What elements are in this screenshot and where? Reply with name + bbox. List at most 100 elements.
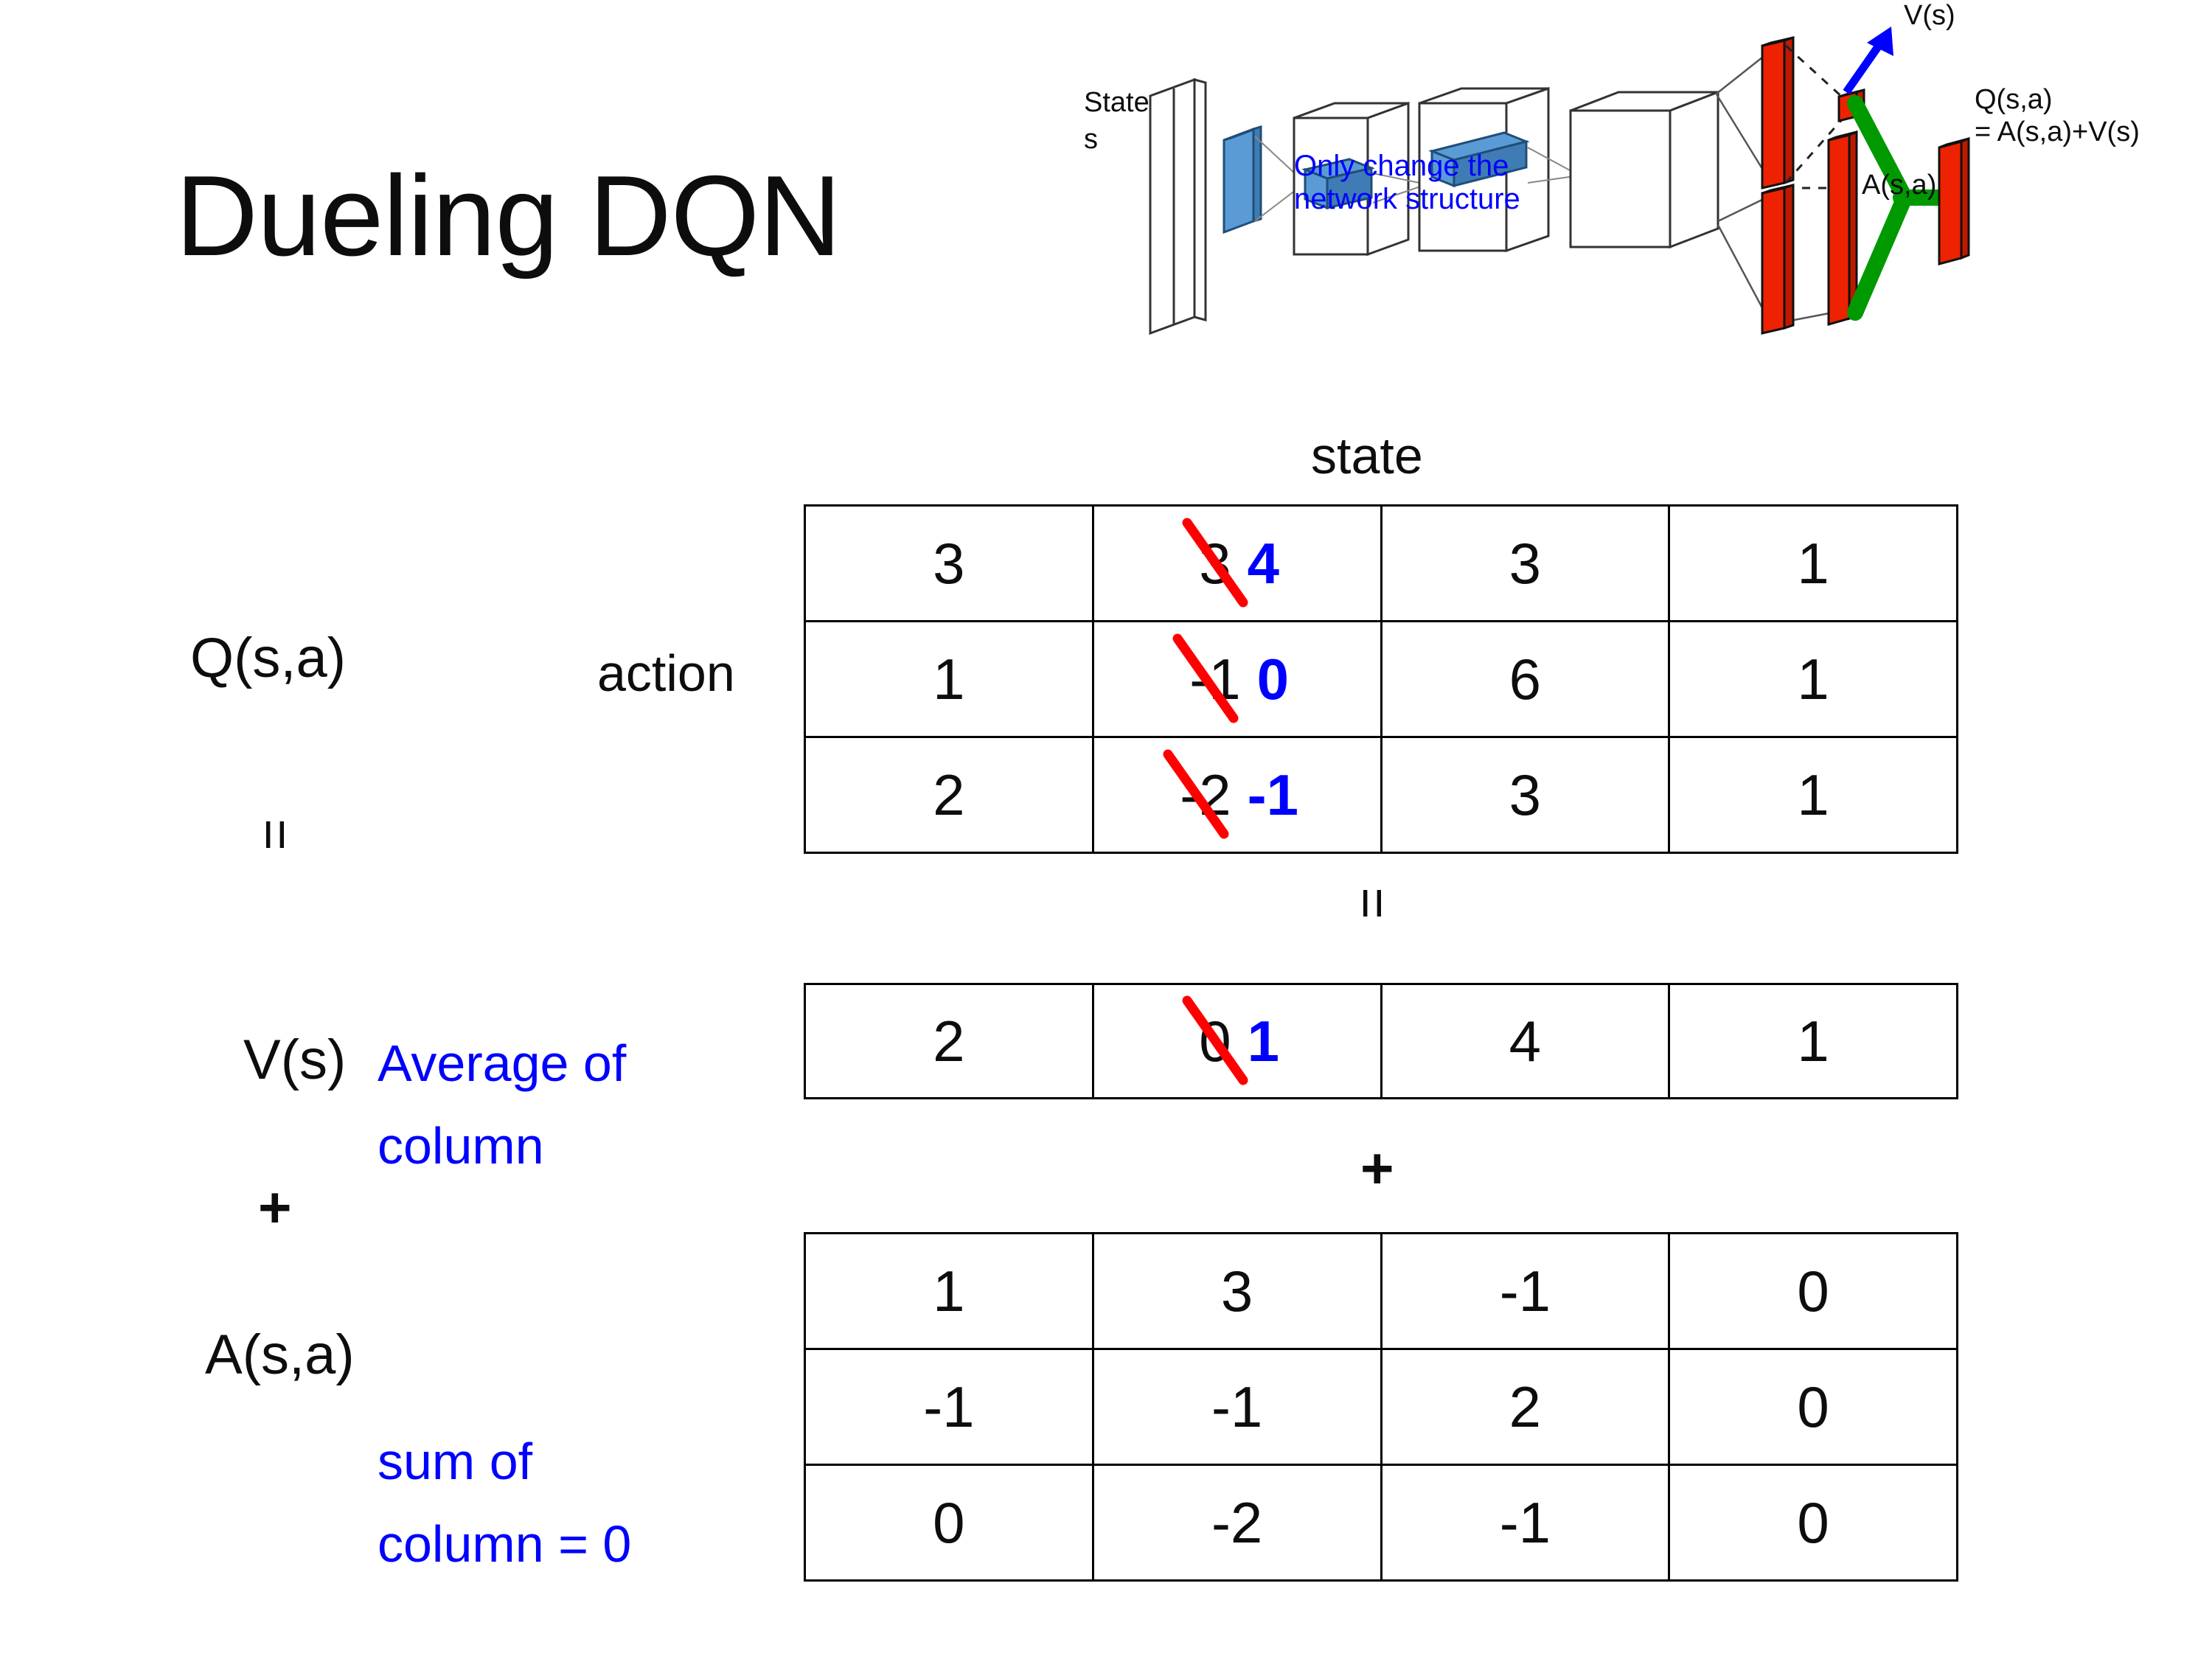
cell-content: 1 bbox=[1670, 507, 1956, 620]
advantage-output-bar-icon bbox=[1827, 130, 1858, 326]
cell-content: 1 bbox=[806, 622, 1092, 736]
table-row: 1 3 -1 0 bbox=[804, 1232, 1958, 1350]
cell-value: 0 bbox=[933, 1489, 965, 1555]
v-function-label: V(s) bbox=[243, 1029, 347, 1091]
cell-content: -2-1 bbox=[1094, 738, 1380, 852]
cell-content: 2 bbox=[806, 738, 1092, 852]
cell-content: 3 bbox=[1094, 1234, 1380, 1348]
conv-filter-1-icon bbox=[1222, 125, 1262, 234]
conv-block-1-icon bbox=[1293, 101, 1410, 257]
action-axis-header: action bbox=[597, 644, 735, 702]
table-cell: -2-1 bbox=[1091, 736, 1382, 854]
cell-content: 3 bbox=[1382, 738, 1669, 852]
struck-value: 3 bbox=[1182, 518, 1248, 607]
cell-value: -1 bbox=[1499, 1489, 1551, 1555]
cell-content: -1 bbox=[1094, 1350, 1380, 1464]
diagram-note-line2: network structure bbox=[1294, 183, 1520, 215]
table-row: 0 -2 -1 0 bbox=[804, 1464, 1958, 1582]
cell-content: 3 bbox=[806, 507, 1092, 620]
fc-block-icon bbox=[1569, 90, 1719, 249]
table-cell: -1 bbox=[1380, 1464, 1671, 1582]
cell-value: 1 bbox=[933, 646, 965, 712]
table-cell: -1 bbox=[1380, 1232, 1671, 1350]
cell-value: 3 bbox=[933, 530, 965, 596]
v-note-line1: Average of bbox=[378, 1034, 627, 1092]
table-cell: 1 bbox=[1668, 504, 1958, 622]
cell-content: -1 bbox=[806, 1350, 1092, 1464]
cell-value: 3 bbox=[1509, 762, 1542, 827]
table-cell: 2 bbox=[804, 983, 1094, 1099]
corrected-value: 0 bbox=[1256, 646, 1289, 712]
table-cell: 0 bbox=[1668, 1348, 1958, 1466]
cell-value: -2 bbox=[1211, 1489, 1263, 1555]
table-cell: 3 bbox=[804, 504, 1094, 622]
state-axis-header: state bbox=[1311, 427, 1423, 484]
diagram-state-label-line2: s bbox=[1084, 124, 1098, 155]
cell-value: -1 bbox=[923, 1374, 975, 1439]
v-note-line2: column bbox=[378, 1117, 544, 1175]
table-cell: 0 bbox=[1668, 1464, 1958, 1582]
a-note-line2: column = 0 bbox=[378, 1515, 632, 1573]
table-cell: 4 bbox=[1380, 983, 1671, 1099]
plus-mid-v-to-a: + bbox=[1360, 1135, 1394, 1200]
cell-content: -2 bbox=[1094, 1466, 1380, 1579]
cell-value: -1 bbox=[1499, 1258, 1551, 1324]
cell-value: 1 bbox=[1797, 530, 1829, 596]
table-cell: 3 bbox=[1091, 1232, 1382, 1350]
table-cell: 2 bbox=[1380, 1348, 1671, 1466]
strikethrough-icon bbox=[1172, 633, 1239, 723]
equals-mid-q-to-v: = bbox=[1342, 887, 1404, 919]
table-cell: 0 bbox=[804, 1464, 1094, 1582]
table-cell: 1 bbox=[1668, 620, 1958, 738]
table-cell: 0 bbox=[1668, 1232, 1958, 1350]
diagram-value-label: V(s) bbox=[1904, 0, 1955, 31]
value-output-arrow-icon bbox=[1843, 27, 1893, 95]
network-architecture-svg bbox=[1149, 27, 1970, 335]
cell-value: 2 bbox=[933, 1008, 965, 1074]
struck-value: 0 bbox=[1182, 995, 1248, 1085]
cell-value: 1 bbox=[933, 1258, 965, 1324]
cell-content: 1 bbox=[1670, 738, 1956, 852]
diagram-note-line1: Only change the bbox=[1294, 150, 1509, 182]
table-row: -1 -1 2 0 bbox=[804, 1348, 1958, 1466]
cell-content: 2 bbox=[806, 985, 1092, 1097]
table-cell: 1 bbox=[804, 620, 1094, 738]
cell-value: -1 bbox=[1211, 1374, 1263, 1439]
corrected-value: -1 bbox=[1247, 762, 1298, 827]
cell-value: 3 bbox=[1509, 530, 1542, 596]
cell-value: 0 bbox=[1797, 1258, 1829, 1324]
cell-content: 2 bbox=[1382, 1350, 1669, 1464]
dueling-network-diagram: State s Only change the network structur… bbox=[1084, 0, 2212, 413]
input-plane-icon bbox=[1149, 77, 1207, 335]
table-cell: 1 bbox=[804, 1232, 1094, 1350]
cell-value: 3 bbox=[1220, 1258, 1253, 1324]
q-output-bar-icon bbox=[1938, 136, 1970, 265]
corrected-value: 1 bbox=[1247, 1008, 1280, 1074]
diagram-advantage-label: A(s,a) bbox=[1862, 170, 1937, 201]
strikethrough-icon bbox=[1182, 518, 1248, 607]
cell-content: 0 bbox=[806, 1466, 1092, 1579]
strikethrough-icon bbox=[1182, 995, 1248, 1085]
strikethrough-icon bbox=[1163, 749, 1229, 838]
table-cell: -1 bbox=[804, 1348, 1094, 1466]
cell-content: 0 bbox=[1670, 1466, 1956, 1579]
value-dashed-links bbox=[1784, 44, 1845, 189]
table-cell: -1 bbox=[1091, 1348, 1382, 1466]
cell-value: 2 bbox=[1509, 1374, 1542, 1439]
cell-value: 1 bbox=[1797, 1008, 1829, 1074]
cell-content: 0 bbox=[1670, 1234, 1956, 1348]
diagram-q-label-line1: Q(s,a) bbox=[1975, 84, 2053, 115]
struck-value: -1 bbox=[1172, 633, 1245, 723]
cell-content: 4 bbox=[1382, 985, 1669, 1097]
advantage-stream-bar-icon bbox=[1761, 183, 1795, 335]
